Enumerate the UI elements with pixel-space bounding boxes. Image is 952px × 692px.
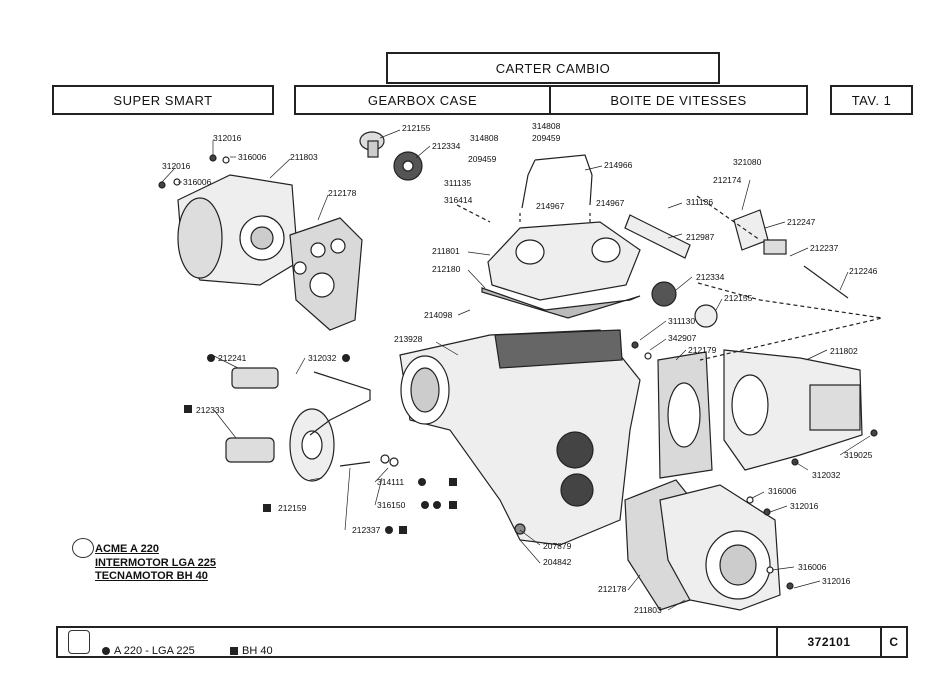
doc-rev: C bbox=[889, 635, 899, 649]
part-label: 204842 bbox=[543, 557, 572, 567]
part-label: 314808 bbox=[470, 133, 499, 143]
part-label: 212247 bbox=[787, 217, 816, 227]
part-label: 212987 bbox=[686, 232, 715, 242]
rev-box: C bbox=[880, 626, 908, 658]
dot-marker-icon bbox=[102, 647, 110, 656]
doc-code-box: 372101 bbox=[776, 626, 882, 658]
part-label: 212178 bbox=[328, 188, 357, 198]
bushing-212333 bbox=[225, 437, 275, 463]
part-label: 312016 bbox=[822, 576, 851, 586]
part-label: 212155 bbox=[402, 123, 431, 133]
part-label: 342907 bbox=[668, 333, 697, 343]
part-label: 319025 bbox=[844, 450, 873, 460]
engine-icon bbox=[68, 630, 90, 654]
part-label: 214966 bbox=[604, 160, 633, 170]
part-label: 316150 bbox=[377, 500, 406, 510]
part-label: 312016 bbox=[790, 501, 819, 511]
part-label: 209459 bbox=[468, 154, 497, 164]
part-label: 212241 bbox=[218, 353, 247, 363]
title-fr-box: BOITE DE VITESSES bbox=[549, 85, 808, 115]
part-label: 212333 bbox=[196, 405, 225, 415]
part-label: 311136 bbox=[686, 197, 713, 207]
part-label: 316006 bbox=[183, 177, 212, 187]
bushing-212241 bbox=[231, 367, 279, 389]
part-label: 311130 bbox=[668, 316, 695, 326]
part-label: 214967 bbox=[596, 198, 625, 208]
table-number: TAV. 1 bbox=[851, 92, 892, 108]
part-label: 314111 bbox=[377, 477, 404, 487]
part-label: 212155 bbox=[724, 293, 753, 303]
part-label: 212180 bbox=[432, 264, 461, 274]
part-label: 211802 bbox=[830, 346, 858, 356]
part-label: 212337 bbox=[352, 525, 381, 535]
part-label: 316414 bbox=[444, 195, 473, 205]
square-marker-icon bbox=[230, 647, 238, 656]
part-label: 211803 bbox=[634, 605, 662, 615]
part-label: 212237 bbox=[810, 243, 839, 253]
part-label: 312016 bbox=[162, 161, 191, 171]
part-label: 212334 bbox=[432, 141, 461, 151]
part-label: 214967 bbox=[536, 201, 565, 211]
table-box: TAV. 1 bbox=[830, 85, 913, 115]
part-label: 212179 bbox=[688, 345, 717, 355]
title-it: CARTER CAMBIO bbox=[495, 60, 611, 76]
engine-icon bbox=[72, 538, 94, 558]
engine-line-3: TECNAMOTOR BH 40 bbox=[95, 570, 208, 582]
legend-square-label: BH 40 bbox=[242, 645, 273, 657]
legend-dot: A 220 - LGA 225 bbox=[102, 645, 195, 657]
model-name: SUPER SMART bbox=[113, 92, 213, 108]
part-label: 212178 bbox=[598, 584, 627, 594]
part-label: 213928 bbox=[394, 334, 423, 344]
part-label: 316006 bbox=[238, 152, 267, 162]
part-label: 312032 bbox=[308, 353, 337, 363]
part-label: 312016 bbox=[213, 133, 242, 143]
legend-dot-label: A 220 - LGA 225 bbox=[114, 645, 195, 657]
title-en-box: GEARBOX CASE bbox=[294, 85, 551, 115]
doc-code: 372101 bbox=[807, 635, 851, 649]
part-label: 207879 bbox=[543, 541, 572, 551]
part-label: 211801 bbox=[432, 246, 460, 256]
model-box: SUPER SMART bbox=[52, 85, 274, 115]
part-label: 321080 bbox=[733, 157, 762, 167]
part-label: 212174 bbox=[713, 175, 742, 185]
title-fr: BOITE DE VITESSES bbox=[610, 92, 747, 108]
part-label: 314808 bbox=[532, 121, 561, 131]
part-label: 211803 bbox=[290, 152, 318, 162]
part-label: 316006 bbox=[768, 486, 797, 496]
part-label: 311135 bbox=[444, 178, 471, 188]
part-label: 212246 bbox=[849, 266, 878, 276]
part-label: 312032 bbox=[812, 470, 841, 480]
legend-square: BH 40 bbox=[230, 645, 273, 657]
part-label: 212159 bbox=[278, 503, 307, 513]
part-label: 316006 bbox=[798, 562, 827, 572]
part-label: 212334 bbox=[696, 272, 725, 282]
top-cover-part bbox=[487, 221, 641, 301]
part-label: 214098 bbox=[424, 310, 453, 320]
engine-line-2: INTERMOTOR LGA 225 bbox=[95, 557, 217, 569]
title-en: GEARBOX CASE bbox=[367, 92, 478, 108]
part-label: 209459 bbox=[532, 133, 561, 143]
title-it-box: CARTER CAMBIO bbox=[386, 52, 720, 84]
engine-line-1: ACME A 220 bbox=[95, 543, 159, 555]
